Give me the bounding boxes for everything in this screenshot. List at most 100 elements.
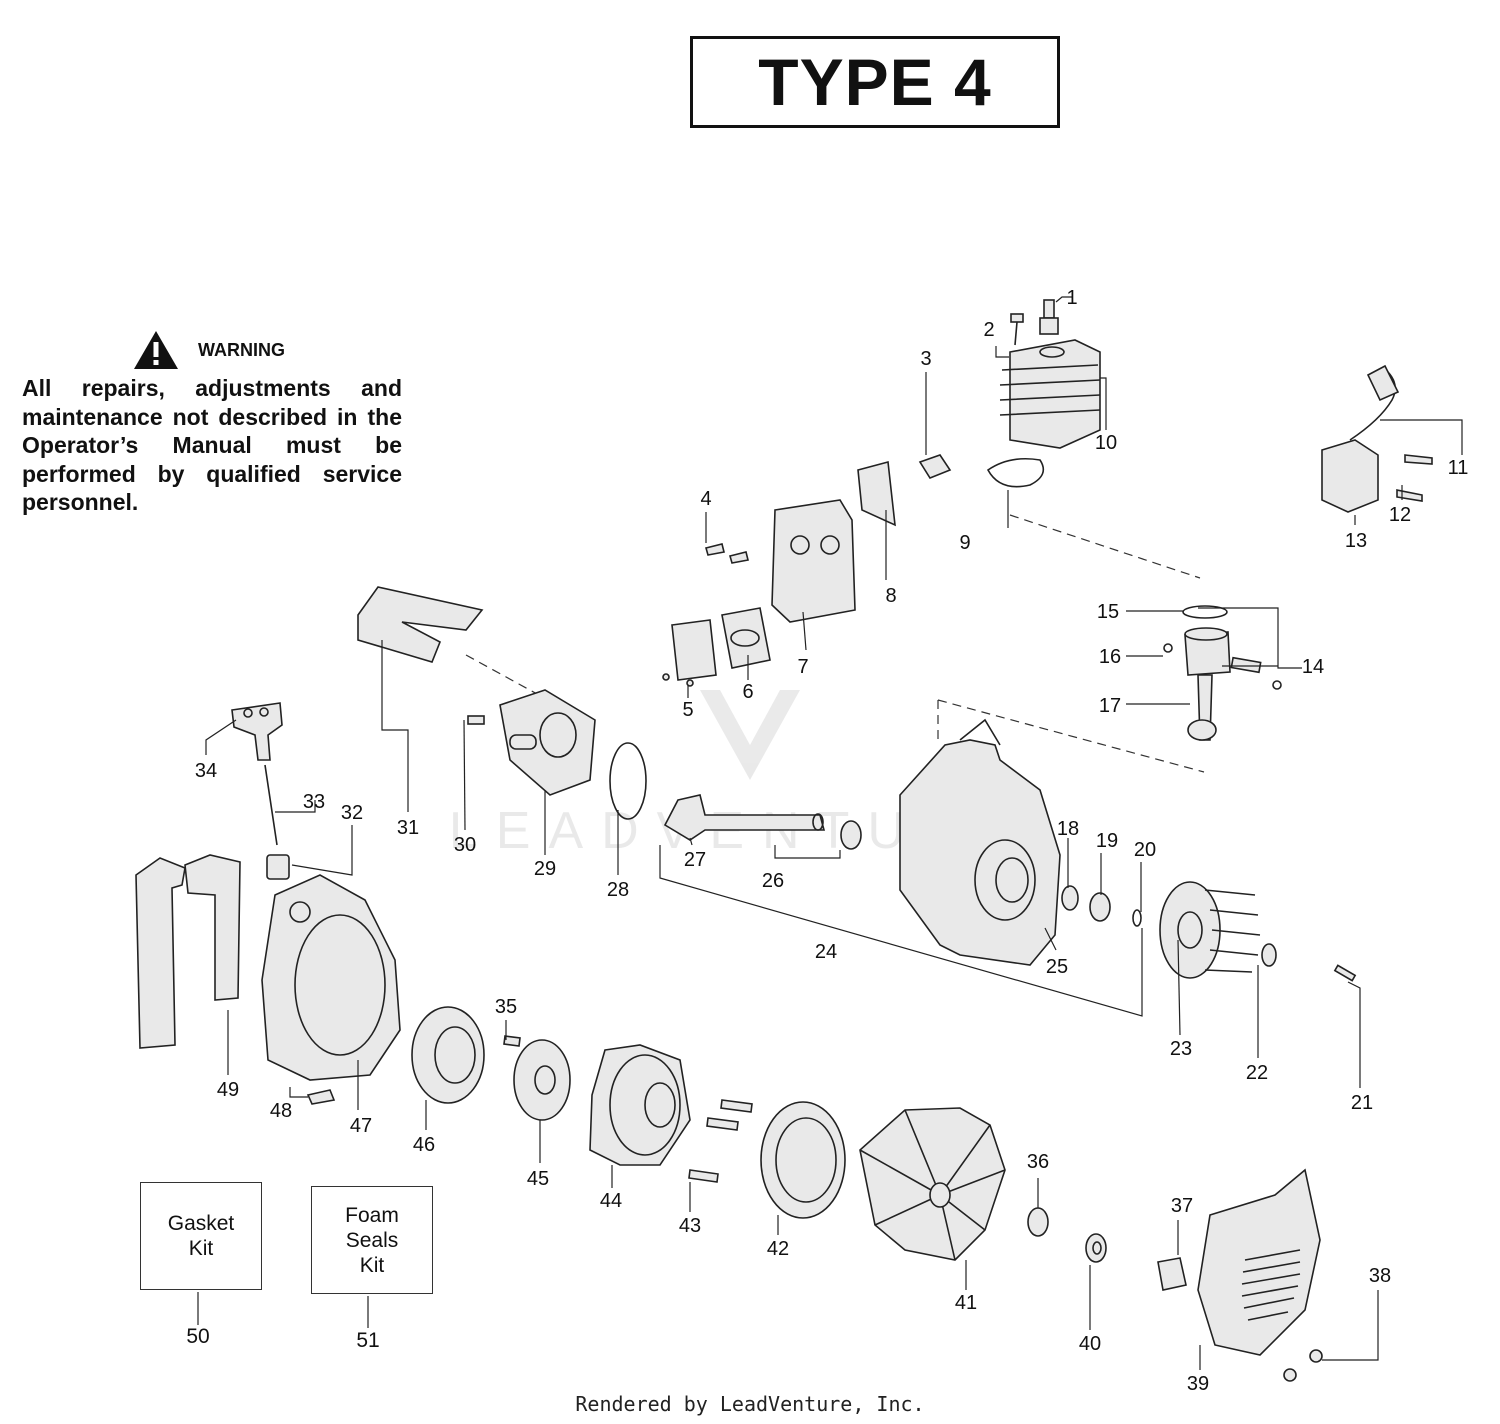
fan-washer-part	[1085, 1233, 1107, 1263]
spark-plug-part	[1039, 299, 1059, 335]
thrust-washer-part	[513, 1039, 571, 1121]
diagram-title-box: TYPE 4	[690, 36, 1060, 128]
crankcase-housing-part	[899, 718, 1061, 966]
impeller-plate-part	[411, 1006, 485, 1104]
carburetor-part	[499, 689, 596, 796]
callout-19: 19	[1096, 830, 1118, 852]
callout-6: 6	[742, 681, 753, 703]
assembly-dashed-lines	[465, 514, 1205, 773]
callout-36: 36	[1027, 1151, 1049, 1173]
callout-17: 17	[1099, 695, 1121, 717]
starter-screws-part	[688, 1099, 753, 1183]
callout-42: 42	[767, 1238, 789, 1260]
gasket-kit-label: Gasket Kit	[167, 1212, 235, 1260]
housing-screw-part	[306, 1089, 336, 1105]
diagram-title: TYPE 4	[758, 45, 992, 119]
blower-fan-part	[859, 1107, 1006, 1261]
cylinder-part	[999, 339, 1101, 449]
callout-13: 13	[1345, 530, 1367, 552]
callout-34: 34	[195, 760, 217, 782]
callout-18: 18	[1057, 818, 1079, 840]
crankshaft-part	[663, 794, 826, 841]
callout-23: 23	[1170, 1038, 1192, 1060]
muffler-screws-part	[705, 543, 749, 564]
throttle-knob-part	[231, 702, 283, 761]
callout-16: 16	[1099, 646, 1121, 668]
key-pin-part	[1333, 964, 1357, 982]
callout-14: 14	[1302, 656, 1324, 678]
warning-text: All repairs, adjustments and maintenance…	[22, 375, 402, 515]
foam-pads-part	[135, 854, 241, 1049]
footer-credit: Rendered by LeadVenture, Inc.	[575, 1392, 925, 1416]
foam-seal-part	[357, 586, 484, 663]
warning-header: WARNING	[132, 328, 402, 372]
o-ring-part	[609, 742, 647, 820]
callout-38: 38	[1369, 1265, 1391, 1287]
callout-49: 49	[217, 1079, 239, 1101]
grommet-part	[266, 854, 290, 880]
muffler-part	[771, 499, 856, 623]
heat-shield-part	[857, 460, 896, 527]
fan-cover-part	[1197, 1168, 1321, 1356]
callout-43: 43	[679, 1215, 701, 1237]
cylinder-bolt-part	[1010, 313, 1024, 346]
ignition-module-part	[1321, 364, 1433, 513]
blower-housing-part	[261, 874, 401, 1081]
starter-pulley-part	[760, 1101, 846, 1219]
callout-3: 3	[920, 348, 931, 370]
flywheel-part	[1159, 881, 1261, 979]
carburetor-screw-part	[467, 715, 485, 725]
callout-45: 45	[527, 1168, 549, 1190]
throttle-rod-part	[264, 764, 278, 846]
spark-arrestor-part	[662, 619, 717, 687]
callout-2: 2	[983, 319, 994, 341]
callout-12: 12	[1389, 504, 1411, 526]
callout-48: 48	[270, 1100, 292, 1122]
callout-47: 47	[350, 1115, 372, 1137]
callout-24: 24	[815, 941, 837, 963]
callout-37: 37	[1171, 1195, 1193, 1217]
gasket-kit-box: Gasket Kit	[140, 1182, 262, 1290]
callout-51: 51	[356, 1329, 380, 1352]
callout-46: 46	[413, 1134, 435, 1156]
callout-31: 31	[397, 817, 419, 839]
callout-20: 20	[1134, 839, 1156, 861]
callout-8: 8	[885, 585, 896, 607]
callout-44: 44	[600, 1190, 622, 1212]
callout-22: 22	[1246, 1062, 1268, 1084]
callout-33: 33	[303, 791, 325, 813]
callout-10: 10	[1095, 432, 1117, 454]
callout-26: 26	[762, 870, 784, 892]
fan-nut-part	[1027, 1207, 1049, 1237]
spacer-part	[1157, 1257, 1187, 1291]
callout-5: 5	[682, 699, 693, 721]
crankshaft-seal-part	[840, 820, 862, 850]
starter-housing-part	[589, 1044, 691, 1166]
callout-7: 7	[797, 656, 808, 678]
callout-21: 21	[1351, 1092, 1373, 1114]
callout-40: 40	[1079, 1333, 1101, 1355]
warning-triangle-icon	[134, 331, 178, 369]
callout-15: 15	[1097, 601, 1119, 623]
callout-4: 4	[700, 488, 711, 510]
callout-32: 32	[341, 802, 363, 824]
callout-41: 41	[955, 1292, 977, 1314]
callout-30: 30	[454, 834, 476, 856]
muffler-gasket-part	[721, 607, 771, 669]
leader-lines	[197, 296, 1463, 1370]
warning-notice: WARNING All repairs, adjustments and mai…	[22, 328, 402, 517]
base-gasket-part	[986, 457, 1045, 488]
crank-seals-part	[1061, 885, 1142, 927]
callout-25: 25	[1046, 956, 1068, 978]
callout-28: 28	[607, 879, 629, 901]
callout-9: 9	[959, 532, 970, 554]
callout-50: 50	[186, 1325, 210, 1348]
piston-assembly-part	[1163, 605, 1282, 741]
callout-39: 39	[1187, 1373, 1209, 1395]
callout-1: 1	[1066, 287, 1077, 309]
flywheel-washer-part	[1261, 943, 1277, 967]
foam-seals-kit-box: Foam Seals Kit	[311, 1186, 433, 1294]
callout-11: 11	[1448, 457, 1469, 479]
